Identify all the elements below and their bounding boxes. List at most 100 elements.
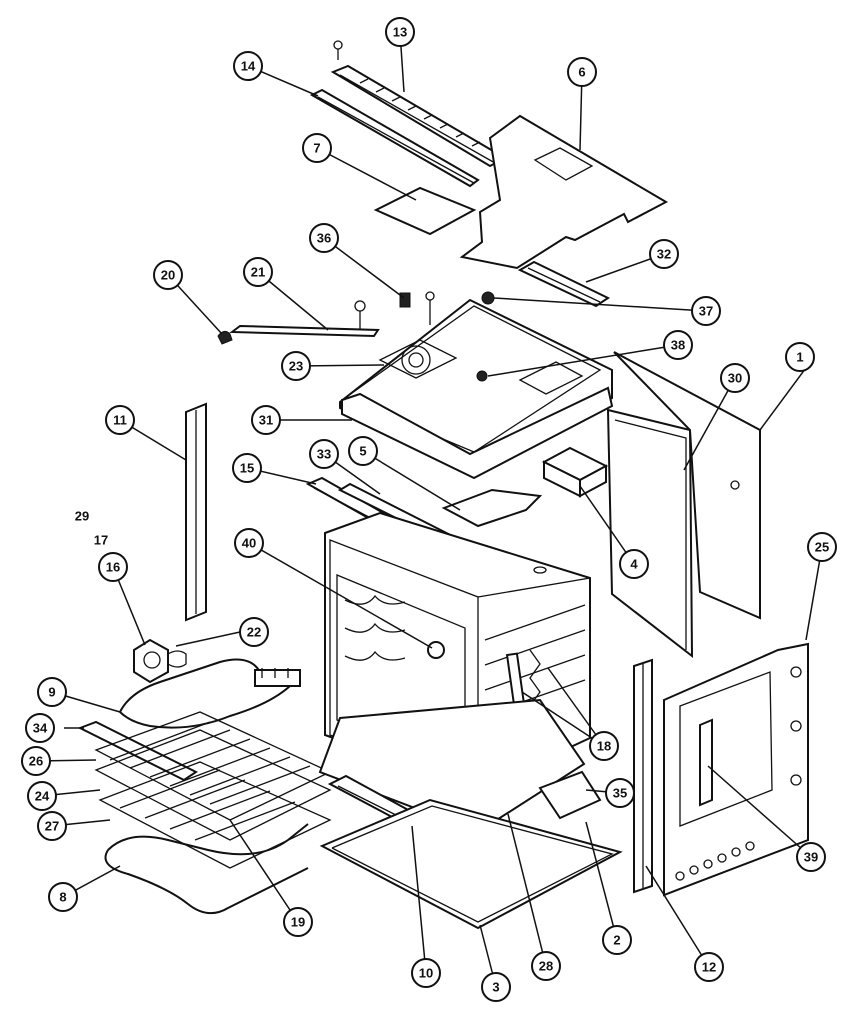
svg-text:25: 25 — [815, 540, 829, 555]
svg-text:34: 34 — [33, 721, 48, 736]
svg-text:26: 26 — [29, 754, 43, 769]
callout-37: 37 — [691, 296, 721, 326]
part-top-panel — [459, 114, 669, 270]
svg-text:10: 10 — [419, 966, 433, 981]
svg-text:38: 38 — [671, 338, 685, 353]
svg-text:30: 30 — [728, 371, 742, 386]
svg-text:39: 39 — [804, 850, 818, 865]
part-wire-connector — [217, 330, 233, 345]
svg-text:20: 20 — [161, 268, 175, 283]
svg-text:4: 4 — [630, 557, 638, 572]
part-control-box — [541, 446, 609, 498]
part-front-trim-strip — [309, 88, 480, 188]
part-clip — [399, 292, 411, 308]
svg-text:28: 28 — [539, 959, 553, 974]
callout-34: 34 — [25, 713, 55, 743]
svg-text:13: 13 — [393, 25, 407, 40]
callout-28: 28 — [531, 951, 561, 981]
callout-2: 2 — [602, 925, 632, 955]
svg-text:21: 21 — [251, 265, 265, 280]
part-drip-shield — [538, 770, 602, 820]
leader-lines — [35, 31, 823, 988]
part-fan-motor — [133, 638, 187, 684]
part-vent-duct — [441, 488, 543, 528]
svg-text:3: 3 — [492, 980, 499, 995]
part-oven-top-assembly — [339, 291, 613, 476]
svg-text:40: 40 — [242, 536, 256, 551]
part-rack-support — [77, 720, 198, 782]
svg-text:33: 33 — [317, 447, 331, 462]
callout-9: 9 — [37, 677, 67, 707]
part-oven-bottom — [318, 698, 586, 834]
callout-31: 31 — [251, 405, 281, 435]
svg-text:35: 35 — [613, 786, 627, 801]
callout-10: 10 — [411, 958, 441, 988]
callout-16: 16 — [98, 552, 128, 582]
svg-text:22: 22 — [247, 625, 261, 640]
svg-text:14: 14 — [241, 59, 256, 74]
parts-artwork — [77, 40, 809, 930]
callout-38: 38 — [663, 330, 693, 360]
part-base-pan — [319, 798, 623, 930]
svg-text:37: 37 — [699, 304, 713, 319]
callout-1: 1 — [785, 342, 815, 372]
callout-25: 25 — [807, 532, 837, 562]
callout-15: 15 — [232, 453, 262, 483]
callout-39: 39 — [796, 842, 826, 872]
svg-text:17: 17 — [94, 533, 108, 548]
callout-29: 29 — [75, 509, 89, 524]
svg-text:36: 36 — [317, 231, 331, 246]
callout-27: 27 — [37, 811, 67, 841]
svg-text:5: 5 — [359, 444, 366, 459]
part-duct-bracket — [699, 718, 713, 807]
callout-23: 23 — [281, 351, 311, 381]
callout-36: 36 — [309, 223, 339, 253]
part-right-side-panel — [663, 642, 809, 897]
part-side-bracket — [633, 658, 653, 894]
callout-22: 22 — [239, 617, 269, 647]
callout-20: 20 — [153, 260, 183, 290]
part-broil-element — [119, 658, 301, 729]
part-left-vertical-trim — [185, 402, 207, 622]
svg-text:6: 6 — [578, 65, 585, 80]
callouts: 1 2 3 4 5 6 7 8 9 10 11 12 13 14 15 16 1… — [21, 17, 837, 1002]
svg-text:23: 23 — [289, 359, 303, 374]
part-top-vent-trim — [330, 40, 508, 168]
callout-8: 8 — [48, 882, 78, 912]
part-insulation-slab — [341, 386, 614, 480]
callout-18: 18 — [589, 731, 619, 761]
callout-4: 4 — [619, 549, 649, 579]
svg-text:2: 2 — [613, 933, 620, 948]
part-side-insulation — [606, 408, 694, 659]
callout-35: 35 — [605, 778, 635, 808]
callout-33: 33 — [309, 439, 339, 469]
part-thermostat-clip — [481, 291, 495, 305]
part-bake-element — [104, 823, 309, 915]
callout-5: 5 — [348, 436, 378, 466]
callout-13: 13 — [385, 17, 415, 47]
callout-40: 40 — [234, 528, 264, 558]
svg-text:12: 12 — [702, 960, 716, 975]
svg-text:32: 32 — [657, 247, 671, 262]
callout-12: 12 — [694, 952, 724, 982]
callout-24: 24 — [27, 781, 57, 811]
svg-text:31: 31 — [259, 413, 273, 428]
callout-14: 14 — [233, 51, 263, 81]
svg-text:1: 1 — [796, 350, 803, 365]
svg-text:27: 27 — [45, 819, 59, 834]
callout-7: 7 — [302, 133, 332, 163]
callout-6: 6 — [567, 57, 597, 87]
callout-17: 17 — [94, 533, 108, 548]
callout-19: 19 — [283, 907, 313, 937]
part-top-bracket — [517, 260, 611, 308]
callout-21: 21 — [243, 257, 273, 287]
part-oven-rack — [94, 711, 332, 841]
svg-text:9: 9 — [48, 685, 55, 700]
part-small-plate — [373, 186, 477, 236]
part-wire-bracket — [229, 300, 380, 338]
svg-text:18: 18 — [597, 739, 611, 754]
svg-text:15: 15 — [240, 461, 254, 476]
svg-text:8: 8 — [59, 890, 66, 905]
svg-text:11: 11 — [113, 413, 127, 428]
